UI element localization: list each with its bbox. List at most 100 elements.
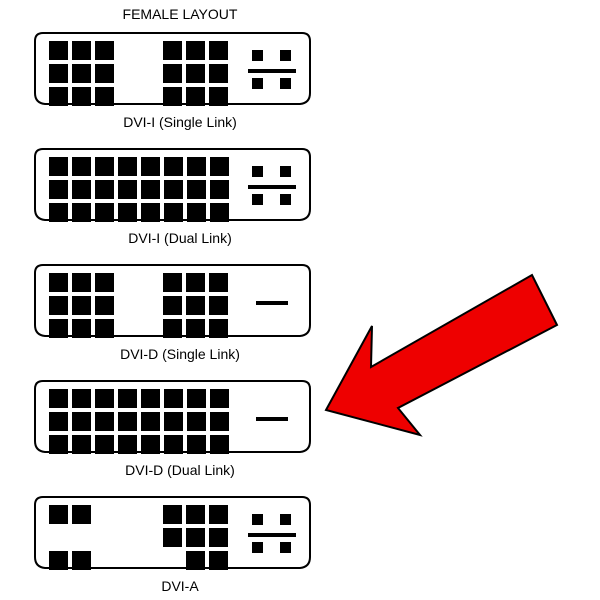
digital-pin — [72, 412, 91, 431]
digital-left-pin — [49, 296, 68, 315]
digital-left-pin — [72, 296, 91, 315]
digital-left-pin — [95, 64, 114, 83]
digital-right-pin — [186, 41, 205, 60]
analog-pin — [280, 78, 291, 89]
digital-right-pin — [209, 273, 228, 292]
digital-pin — [95, 157, 114, 176]
digital-pin — [95, 203, 114, 222]
digital-pin — [141, 389, 160, 408]
digital-left-pin — [72, 505, 91, 524]
digital-right-pin — [209, 319, 228, 338]
ground-blade — [248, 69, 296, 73]
digital-pin — [49, 157, 68, 176]
digital-pin — [141, 203, 160, 222]
connector-dvi-a: DVI-A — [34, 496, 311, 594]
analog-pin — [252, 194, 263, 205]
digital-right-pin — [163, 528, 182, 547]
digital-pin — [164, 435, 183, 454]
ground-blade — [256, 417, 288, 421]
digital-right-pin — [186, 296, 205, 315]
digital-right-pin — [163, 319, 182, 338]
digital-left-pin — [95, 273, 114, 292]
digital-pin — [118, 412, 137, 431]
digital-pin — [141, 435, 160, 454]
digital-pin — [118, 435, 137, 454]
digital-left-pin — [72, 41, 91, 60]
digital-pin — [187, 435, 206, 454]
digital-pin — [141, 180, 160, 199]
digital-right-pin — [209, 528, 228, 547]
digital-right-pin — [163, 505, 182, 524]
digital-right-pin — [186, 528, 205, 547]
digital-left-pin — [72, 64, 91, 83]
connector-label: DVI-A — [161, 578, 199, 594]
digital-pin — [49, 435, 68, 454]
ground-blade — [248, 533, 296, 537]
digital-left-pin — [95, 87, 114, 106]
digital-pin — [210, 389, 229, 408]
diagram-title: FEMALE LAYOUT — [123, 6, 238, 22]
digital-left-pin — [49, 273, 68, 292]
connector-label: DVI-D (Dual Link) — [125, 462, 235, 478]
digital-pin — [164, 389, 183, 408]
connector-dvi-d-single-link: DVI-D (Single Link) — [34, 264, 311, 362]
connector-label: DVI-I (Dual Link) — [128, 230, 231, 246]
analog-pin — [280, 542, 291, 553]
digital-right-pin — [209, 551, 228, 570]
digital-right-pin — [209, 87, 228, 106]
digital-pin — [49, 180, 68, 199]
digital-pin — [210, 180, 229, 199]
digital-left-pin — [95, 41, 114, 60]
digital-pin — [164, 157, 183, 176]
digital-pin — [141, 412, 160, 431]
analog-pin — [280, 166, 291, 177]
digital-right-pin — [186, 319, 205, 338]
digital-pin — [210, 412, 229, 431]
analog-pin — [252, 78, 263, 89]
digital-pin — [49, 412, 68, 431]
digital-right-pin — [209, 41, 228, 60]
digital-pin — [164, 180, 183, 199]
digital-left-pin — [49, 41, 68, 60]
digital-left-pin — [49, 87, 68, 106]
digital-right-pin — [209, 505, 228, 524]
digital-right-pin — [163, 296, 182, 315]
digital-left-pin — [49, 319, 68, 338]
digital-pin — [72, 389, 91, 408]
digital-pin — [95, 389, 114, 408]
analog-pin — [252, 50, 263, 61]
digital-left-pin — [72, 551, 91, 570]
digital-pin — [72, 435, 91, 454]
digital-pin — [49, 389, 68, 408]
red-arrow-icon — [324, 273, 559, 437]
digital-pin — [72, 203, 91, 222]
digital-right-pin — [163, 64, 182, 83]
digital-right-pin — [186, 273, 205, 292]
analog-pin — [252, 514, 263, 525]
digital-right-pin — [163, 41, 182, 60]
analog-pin — [280, 50, 291, 61]
analog-pin — [252, 542, 263, 553]
digital-left-pin — [95, 296, 114, 315]
digital-right-pin — [186, 87, 205, 106]
digital-pin — [118, 180, 137, 199]
connector-label: DVI-I (Single Link) — [123, 114, 237, 130]
connectors-group: DVI-I (Single Link) DVI-I (Dual Link) DVI-… — [34, 32, 311, 594]
digital-pin — [187, 203, 206, 222]
digital-pin — [164, 203, 183, 222]
digital-pin — [118, 157, 137, 176]
digital-pin — [72, 180, 91, 199]
digital-left-pin — [49, 64, 68, 83]
analog-pin — [280, 194, 291, 205]
connector-dvi-i-dual-link: DVI-I (Dual Link) — [34, 148, 311, 246]
digital-pin — [49, 203, 68, 222]
digital-left-pin — [72, 273, 91, 292]
ground-blade — [256, 301, 288, 305]
connector-dvi-i-single-link: DVI-I (Single Link) — [34, 32, 311, 130]
digital-right-pin — [186, 505, 205, 524]
digital-pin — [72, 157, 91, 176]
digital-pin — [118, 203, 137, 222]
ground-blade — [248, 185, 296, 189]
digital-left-pin — [72, 319, 91, 338]
